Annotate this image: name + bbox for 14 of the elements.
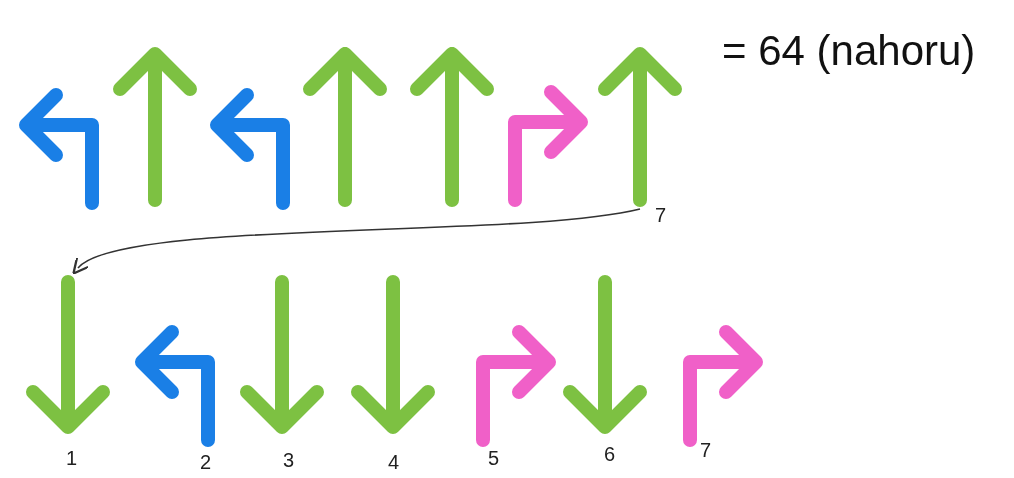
down-arrow-icon: [348, 272, 438, 437]
arrow-number: 7: [700, 440, 712, 460]
arrow-number: 4: [388, 452, 400, 472]
down-arrow-icon: [237, 272, 327, 437]
arrow-number: 5: [488, 448, 500, 468]
arrow-number: 1: [66, 448, 78, 468]
down-arrow-icon: [23, 272, 113, 437]
result-note: = 64 (nahoru): [722, 30, 976, 72]
curved-arrow: [70, 208, 641, 273]
arrow-number: 2: [200, 452, 212, 472]
down-arrow-icon: [560, 272, 650, 437]
arrow-number: 6: [604, 444, 616, 464]
arrow-number: 3: [283, 450, 295, 470]
arrow-number: 7: [655, 205, 667, 225]
